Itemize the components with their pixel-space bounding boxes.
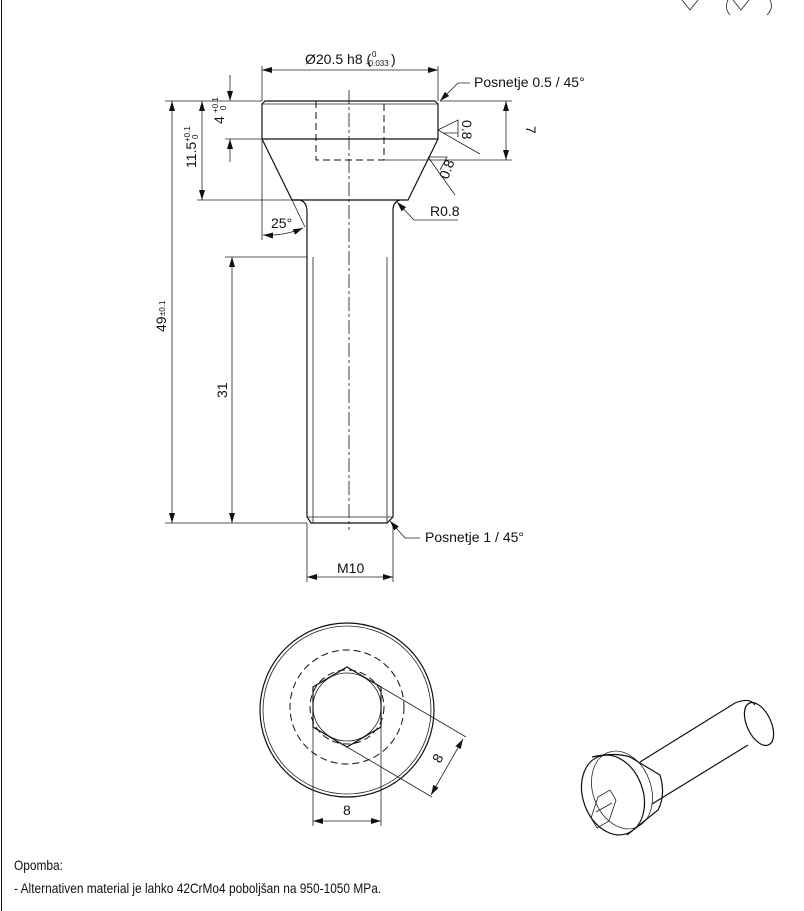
tol: ±0.1 xyxy=(158,300,167,316)
dim-head-diameter: Ø20.5 h8 ( 0 -0.033 ) xyxy=(261,50,439,101)
roughness-2-label: 0.8 xyxy=(436,157,458,181)
total-length-label: 49 xyxy=(153,316,169,332)
end-chamfer-callout: Posnetje 1 / 45° xyxy=(389,520,524,545)
roughness-symbol: 0.8 0.8 xyxy=(427,119,481,196)
hex-width-label: 8 xyxy=(343,802,351,818)
head-chamfer-label: Posnetje 0.5 / 45° xyxy=(474,74,585,90)
tol-upper: +0.1 xyxy=(211,97,220,113)
dim-total-length: 49 ±0.1 xyxy=(153,101,307,524)
paren: ) xyxy=(391,51,396,67)
end-chamfer-label: Posnetje 1 / 45° xyxy=(425,529,524,545)
bolt-isometric-view xyxy=(580,699,775,836)
dim-socket-depth: 7 xyxy=(384,100,539,161)
surface-finish-symbol xyxy=(681,0,772,16)
tol-upper: 0 xyxy=(372,50,377,59)
head-total-label: 11.5 xyxy=(183,142,199,168)
notes-line-1: - Alternativen material je lahko 42CrMo4… xyxy=(14,880,382,896)
hex-diag-label: 8 xyxy=(429,751,447,766)
dim-head-height: 4 +0.1 0 xyxy=(211,75,262,162)
bolt-front-view xyxy=(261,90,439,530)
dim-head-total: 11.5 +0.1 0 xyxy=(165,100,292,201)
socket-depth-label: 7 xyxy=(523,126,539,134)
head-chamfer-callout: Posnetje 0.5 / 45° xyxy=(439,74,585,102)
fillet-label: R0.8 xyxy=(430,203,460,219)
fillet-callout: R0.8 xyxy=(396,201,460,221)
thread-length-label: 31 xyxy=(214,382,230,398)
cone-angle-label: 25° xyxy=(271,215,292,231)
tol-lower: 0 xyxy=(219,105,228,110)
thread-label: M10 xyxy=(337,560,364,576)
drawing-border-left xyxy=(1,0,2,911)
roughness-1-label: 0.8 xyxy=(459,120,475,140)
tol-upper: +0.1 xyxy=(183,126,192,142)
head-diameter-label: Ø20.5 h8 ( xyxy=(305,51,371,67)
tol-lower: -0.033 xyxy=(366,59,389,68)
dim-thread: M10 xyxy=(306,523,394,582)
head-height-label: 4 xyxy=(211,116,227,124)
dim-thread-length: 31 xyxy=(214,256,307,523)
notes-title: Opomba: xyxy=(14,857,63,873)
dim-cone-angle: 25° xyxy=(261,139,306,240)
bolt-top-view: 8 8 xyxy=(259,622,467,826)
tol-lower: 0 xyxy=(191,134,200,139)
